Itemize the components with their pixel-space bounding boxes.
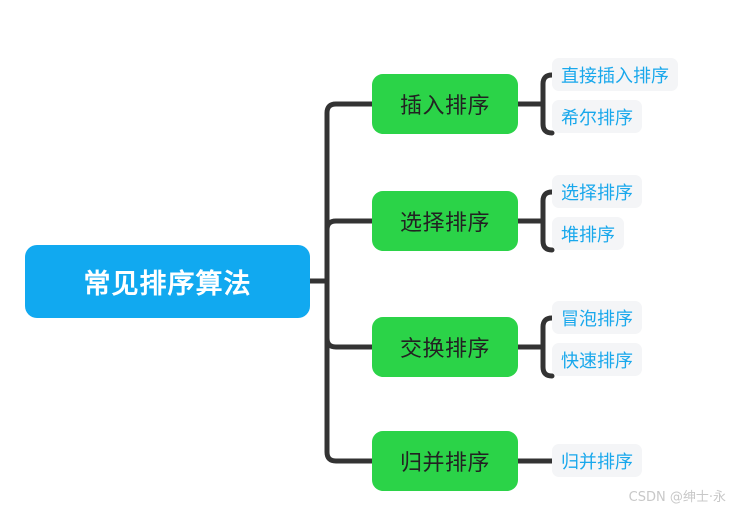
- edge-trunk-branch-1: [324, 101, 375, 284]
- branch-node-insertion-sort[interactable]: 插入排序: [372, 74, 518, 134]
- leaf-node-label: 冒泡排序: [561, 308, 633, 330]
- leaf-node-heap-sort[interactable]: 堆排序: [552, 217, 624, 250]
- watermark: CSDN @绅士·永: [628, 490, 726, 505]
- edge-trunk-branch-3: [324, 278, 375, 350]
- leaf-node-merge-sort[interactable]: 归并排序: [552, 444, 642, 477]
- leaf-node-shell-sort[interactable]: 希尔排序: [552, 100, 642, 133]
- leaf-node-label: 希尔排序: [561, 107, 633, 129]
- branch-node-label: 选择排序: [399, 211, 490, 236]
- edge-branch-3-bracket: [540, 315, 555, 379]
- branch-node-label: 归并排序: [399, 451, 490, 476]
- leaf-node-label: 快速排序: [561, 350, 633, 372]
- edge-branch-1-bracket: [540, 72, 555, 136]
- leaf-node-direct-insertion-sort[interactable]: 直接插入排序: [552, 58, 678, 91]
- leaf-node-quick-sort[interactable]: 快速排序: [552, 343, 642, 376]
- root-node-label: 常见排序算法: [83, 269, 252, 300]
- leaf-node-bubble-sort[interactable]: 冒泡排序: [552, 301, 642, 334]
- leaf-node-selection-sort[interactable]: 选择排序: [552, 175, 642, 208]
- edge-trunk-branch-4: [324, 278, 375, 464]
- leaf-node-label: 选择排序: [561, 182, 633, 204]
- branch-node-merge-sort[interactable]: 归并排序: [372, 431, 518, 491]
- branch-node-selection-sort[interactable]: 选择排序: [372, 191, 518, 251]
- edge-branch-2-bracket: [540, 189, 555, 253]
- edge-trunk-branch-2: [324, 218, 375, 284]
- leaf-node-label: 归并排序: [561, 451, 633, 473]
- branch-node-exchange-sort[interactable]: 交换排序: [372, 317, 518, 377]
- branch-node-label: 交换排序: [399, 337, 490, 362]
- root-node[interactable]: 常见排序算法: [25, 245, 310, 318]
- branch-node-label: 插入排序: [399, 94, 490, 119]
- leaf-node-label: 堆排序: [561, 224, 615, 246]
- leaf-node-label: 直接插入排序: [561, 65, 669, 87]
